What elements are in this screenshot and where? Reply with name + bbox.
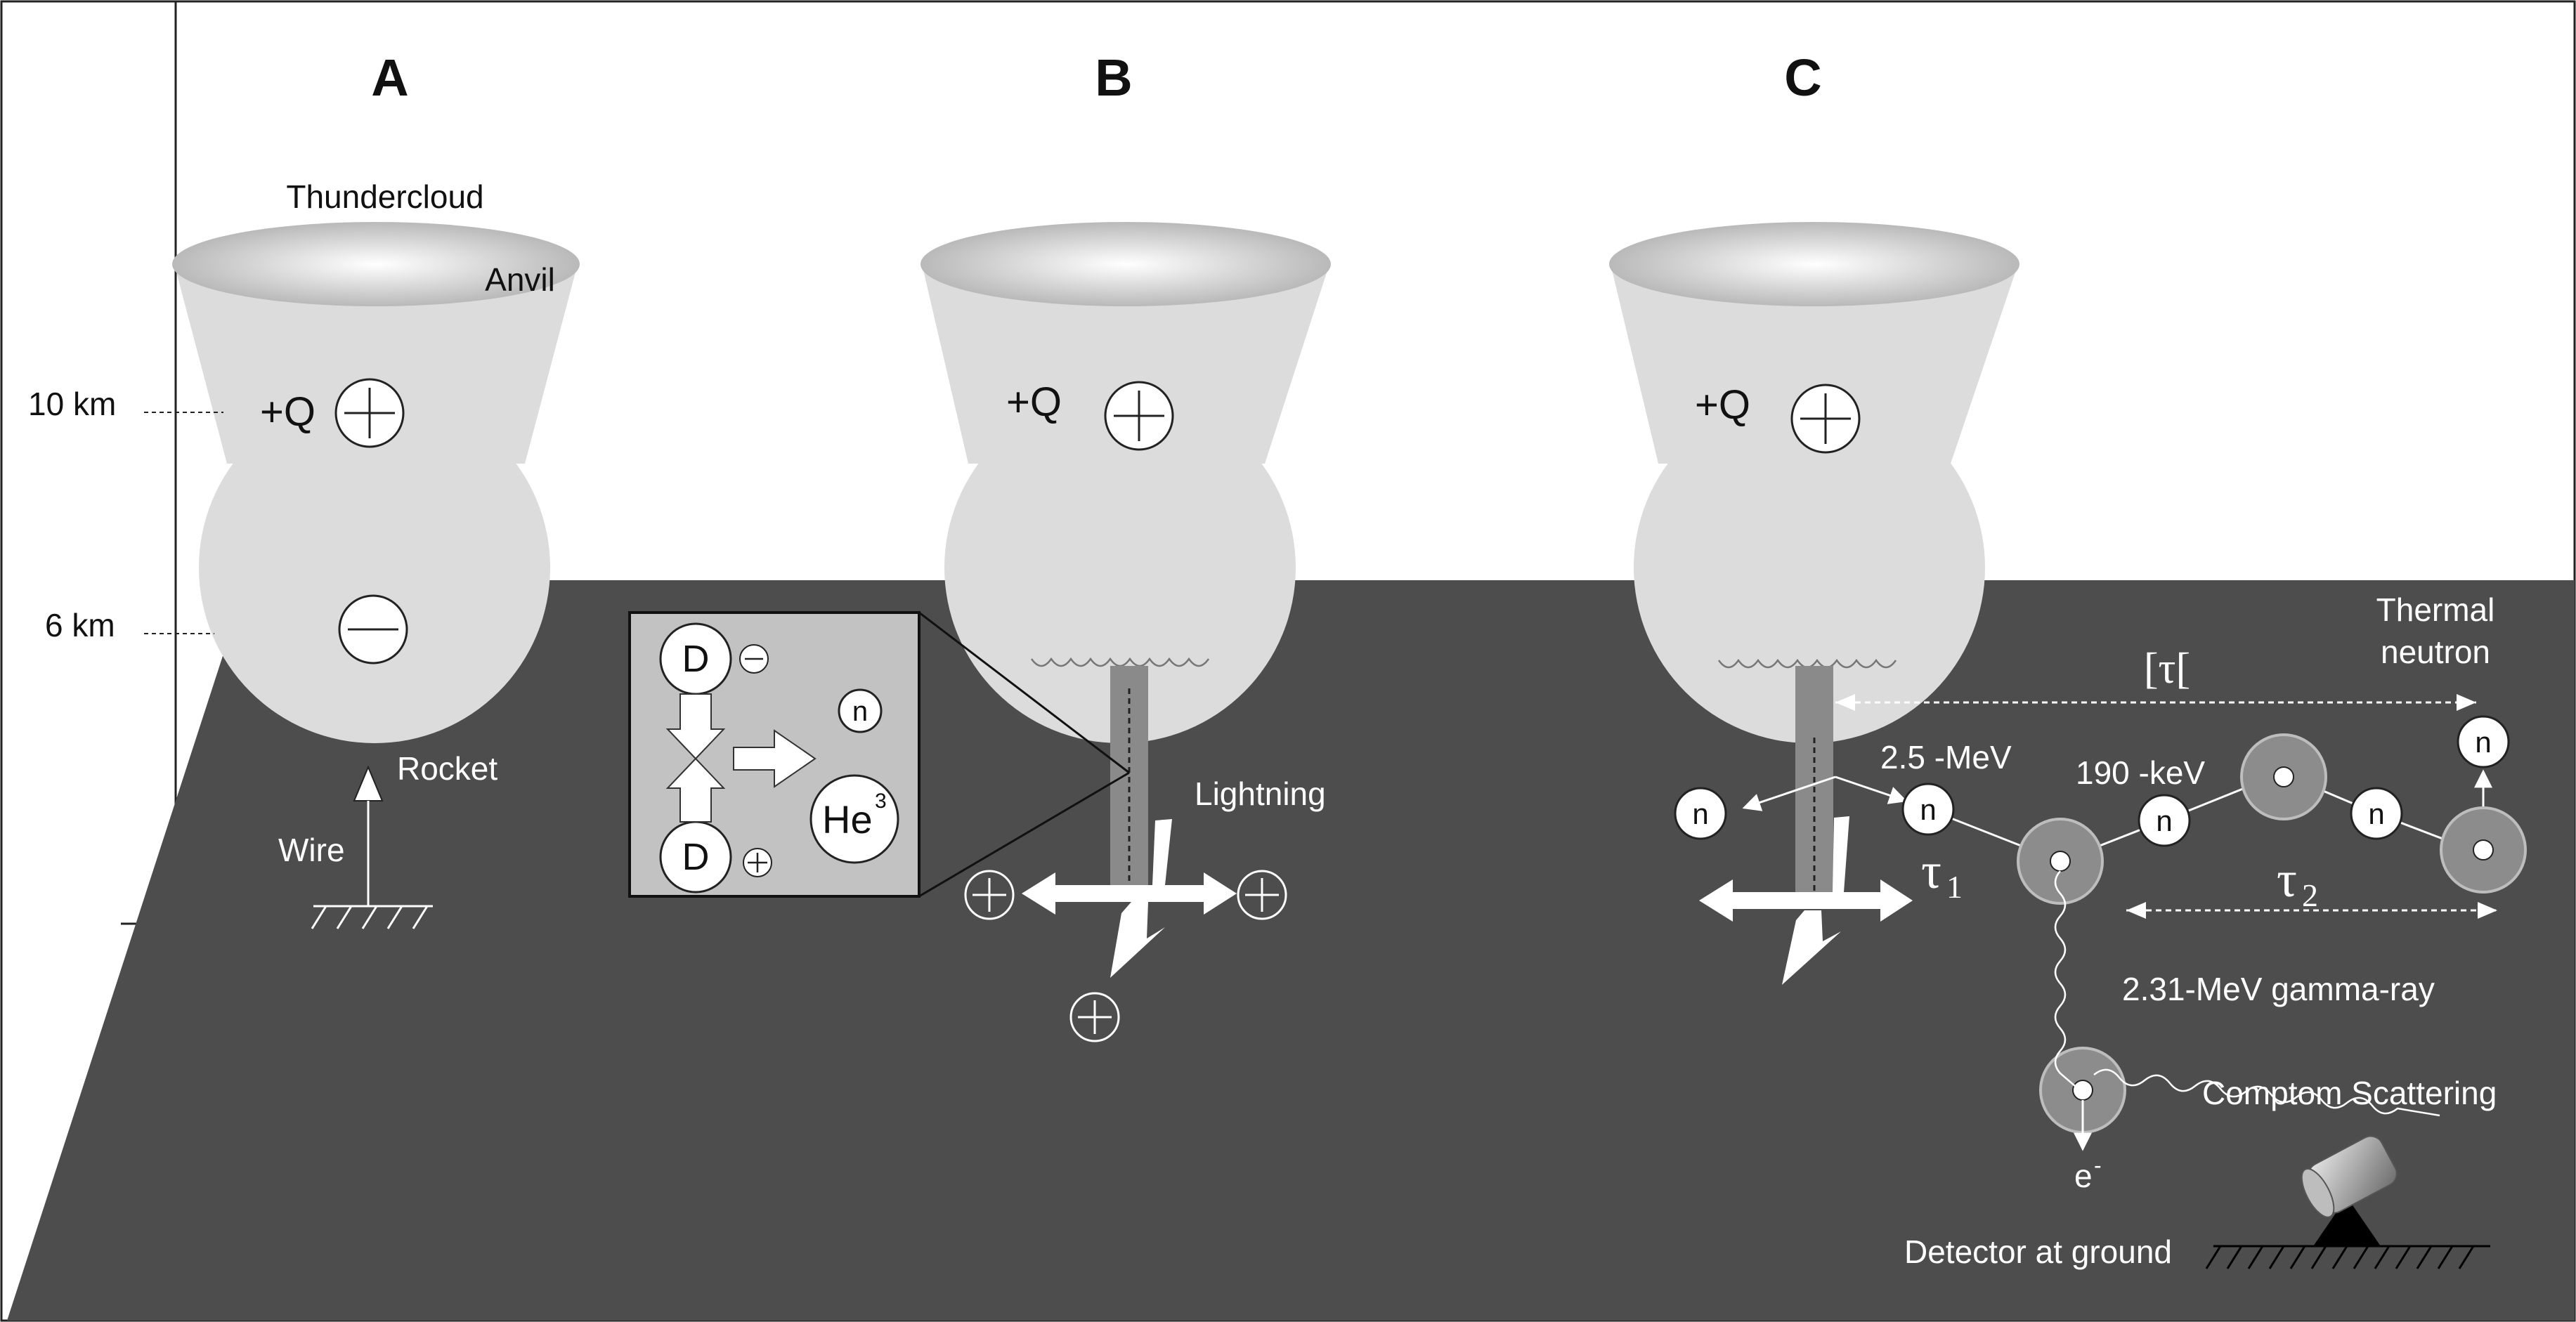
positive-ion-b-right (1237, 870, 1287, 920)
inset-helium-superscript: 3 (875, 790, 887, 813)
discharge-arrows-b (1022, 819, 1237, 978)
tau-span-arrowhead-right (2457, 694, 2476, 711)
wire-label: Wire (278, 832, 345, 868)
tau1-subscript: 1 (1946, 869, 1963, 905)
rocket-wire (311, 765, 433, 929)
electron-label: e (2074, 1158, 2093, 1194)
energy-neutron-label: 2.5 -MeV (1880, 739, 2012, 775)
panel-label-a: A (371, 48, 408, 107)
tau2-subscript: 2 (2302, 877, 2318, 913)
fusion-inset (628, 611, 921, 898)
altitude-6km-label: 6 km (45, 607, 115, 643)
positive-charge-b (1104, 381, 1174, 451)
neutron-path-left (1742, 775, 1836, 811)
anvil-label: Anvil (485, 261, 555, 298)
neutron-right (2350, 787, 2403, 840)
zoom-line-top (918, 611, 1130, 774)
detector-label: Detector at ground (1904, 1233, 2172, 1270)
neutron-mid (2138, 794, 2191, 847)
positive-charge-a (334, 378, 405, 448)
panel-label-b: B (1095, 48, 1132, 107)
charge-label-c: +Q (1695, 382, 1750, 428)
negative-charge-a (338, 594, 408, 665)
rocket-label: Rocket (397, 750, 497, 787)
neutron-right-label: n (2368, 797, 2384, 830)
tau-span-arrowhead-left (1835, 694, 1855, 711)
compton-photon-path (2093, 1068, 2440, 1117)
thermal-neutron-label-1: Thermal (2376, 591, 2495, 628)
nucleus-1 (2017, 818, 2104, 905)
charge-label-b: +Q (1006, 379, 1062, 425)
detector (2205, 1135, 2490, 1269)
tau2-arrowhead-left (2126, 902, 2146, 919)
zoom-line-bottom (918, 771, 1130, 898)
compton-label: Comptom Scattering (2202, 1075, 2497, 1111)
panel-label-c: C (1784, 48, 1821, 107)
charge-label-a: +Q (260, 389, 316, 435)
inset-neutron: n (852, 696, 868, 727)
thundercloud-label: Thundercloud (286, 178, 483, 215)
thundercloud-c (1609, 222, 2019, 743)
neutron-left-label: n (1692, 797, 1708, 830)
inset-deuteron-1: D (682, 638, 710, 680)
neutron-path-right (1835, 775, 1908, 804)
tau2-label: τ (2277, 851, 2297, 908)
thundercloud-b (921, 222, 1331, 743)
lightning-label: Lightning (1195, 775, 1326, 812)
nucleus-3 (2440, 806, 2527, 894)
neutron-fast (1901, 783, 1955, 836)
gamma-ray-label: 2.31-MeV gamma-ray (2122, 971, 2435, 1007)
positive-ion-b-left (964, 870, 1015, 920)
electron-superscript: - (2094, 1153, 2102, 1178)
neutron-thermal-label: n (2475, 726, 2491, 759)
energy-thermal-label: 190 -keV (2076, 754, 2205, 791)
tau2-arrowhead-right (2478, 902, 2497, 919)
tau-bracket-label: [τ[ (2144, 645, 2190, 693)
neutron-fast-label: n (1920, 793, 1936, 826)
neutron-left (1674, 787, 1727, 840)
inset-helium: He (822, 797, 873, 842)
thundercloud-a (172, 222, 580, 743)
discharge-arrows-c (1699, 816, 1913, 985)
neutron-mid-label: n (2156, 804, 2172, 837)
neutron-thermal (2457, 715, 2510, 768)
thermal-neutron-label-2: neutron (2381, 634, 2490, 670)
tau1-label: τ (1921, 843, 1941, 899)
positive-ion-b-bottom (1069, 992, 1120, 1042)
inset-deuteron-2: D (682, 836, 710, 878)
positive-charge-c (1790, 384, 1861, 454)
altitude-10km-label: 10 km (28, 386, 116, 422)
gamma-ray-path (2054, 870, 2081, 1091)
nucleus-2 (2240, 733, 2327, 820)
